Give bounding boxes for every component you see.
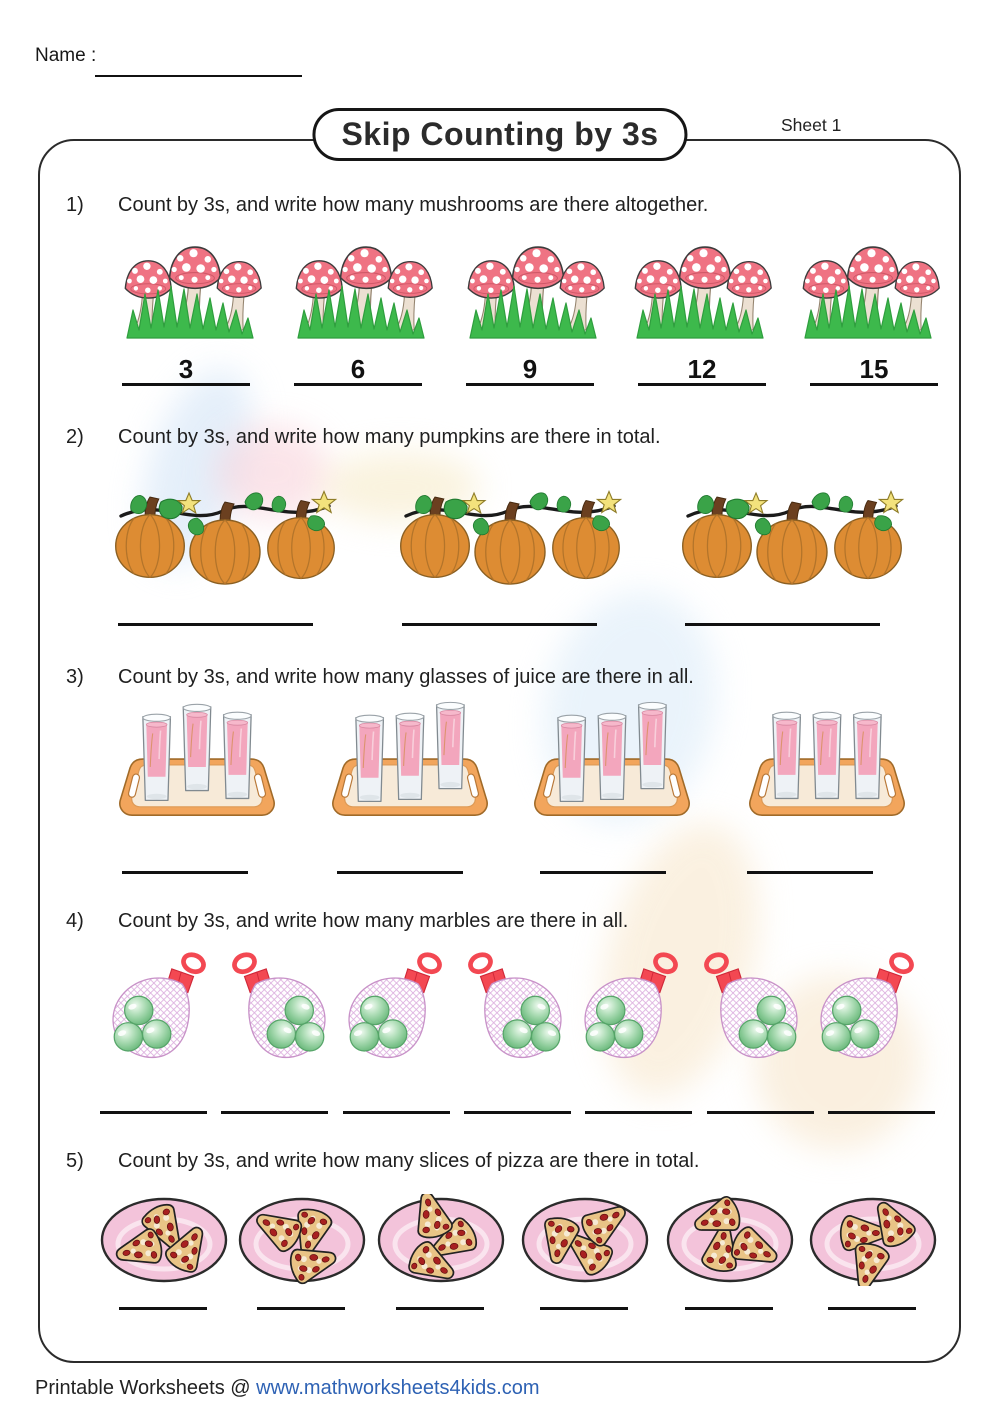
question-5-text: Count by 3s, and write how many slices o…: [118, 1150, 700, 1172]
answer-blank: 9: [466, 348, 594, 386]
marble-bag: [101, 950, 219, 1068]
marble-bag: [455, 950, 573, 1068]
name-label: Name :: [35, 45, 97, 66]
mushroom-group: [625, 232, 775, 344]
answer-blank: [707, 1076, 814, 1114]
answer-blank: [122, 836, 248, 874]
name-field-line: [95, 75, 302, 77]
answer-blank: [464, 1076, 571, 1114]
answer-blank: [585, 1076, 692, 1114]
answer-blank: [828, 1076, 935, 1114]
question-2-text: Count by 3s, and write how many pumpkins…: [118, 426, 661, 448]
juice-tray: [743, 700, 911, 826]
answer-blank: [343, 1076, 450, 1114]
marble-bag: [573, 950, 691, 1068]
answer-blank: 3: [122, 348, 250, 386]
answer-blank: [100, 1076, 207, 1114]
answer-blank: [540, 1272, 628, 1310]
question-1-text: Count by 3s, and write how many mushroom…: [118, 194, 709, 216]
answer-blank: [540, 836, 666, 874]
answer-blank: [396, 1272, 484, 1310]
page-title: Skip Counting by 3s: [312, 108, 688, 161]
answer-blank: [257, 1272, 345, 1310]
juice-tray: [528, 700, 696, 826]
marble-bag: [219, 950, 337, 1068]
footer-text: Printable Worksheets @: [35, 1377, 257, 1399]
mushroom-group: [286, 232, 436, 344]
mushroom-group: [793, 232, 943, 344]
answer-blank: 15: [810, 348, 938, 386]
mushroom-group: [115, 232, 265, 344]
juice-tray: [326, 700, 494, 826]
question-4-number: 4): [66, 910, 84, 932]
juice-tray: [113, 700, 281, 826]
question-3-text: Count by 3s, and write how many glasses …: [118, 666, 694, 688]
marble-bag: [691, 950, 809, 1068]
answer-blank: [221, 1076, 328, 1114]
answer-blank: [828, 1272, 916, 1310]
answer-blank: [685, 588, 880, 626]
sheet-number: Sheet 1: [781, 115, 842, 135]
answer-blank: [685, 1272, 773, 1310]
answer-blank: [337, 836, 463, 874]
answer-blank: [119, 1272, 207, 1310]
mushroom-group: [458, 232, 608, 344]
answer-blank: 12: [638, 348, 766, 386]
question-1-number: 1): [66, 194, 84, 216]
footer-link[interactable]: www.mathworksheets4kids.com: [256, 1377, 540, 1399]
question-5-number: 5): [66, 1150, 84, 1172]
question-2-number: 2): [66, 426, 84, 448]
question-3-number: 3): [66, 666, 84, 688]
pumpkin-group: [390, 456, 625, 591]
marble-bag: [337, 950, 455, 1068]
answer-blank: [747, 836, 873, 874]
pumpkin-group: [672, 456, 907, 591]
question-4-text: Count by 3s, and write how many marbles …: [118, 910, 629, 932]
answer-blank: [402, 588, 597, 626]
pumpkin-group: [105, 456, 340, 591]
marble-bag: [809, 950, 927, 1068]
footer: Printable Worksheets @ www.mathworksheet…: [35, 1377, 540, 1400]
answer-blank: [118, 588, 313, 626]
answer-blank: 6: [294, 348, 422, 386]
